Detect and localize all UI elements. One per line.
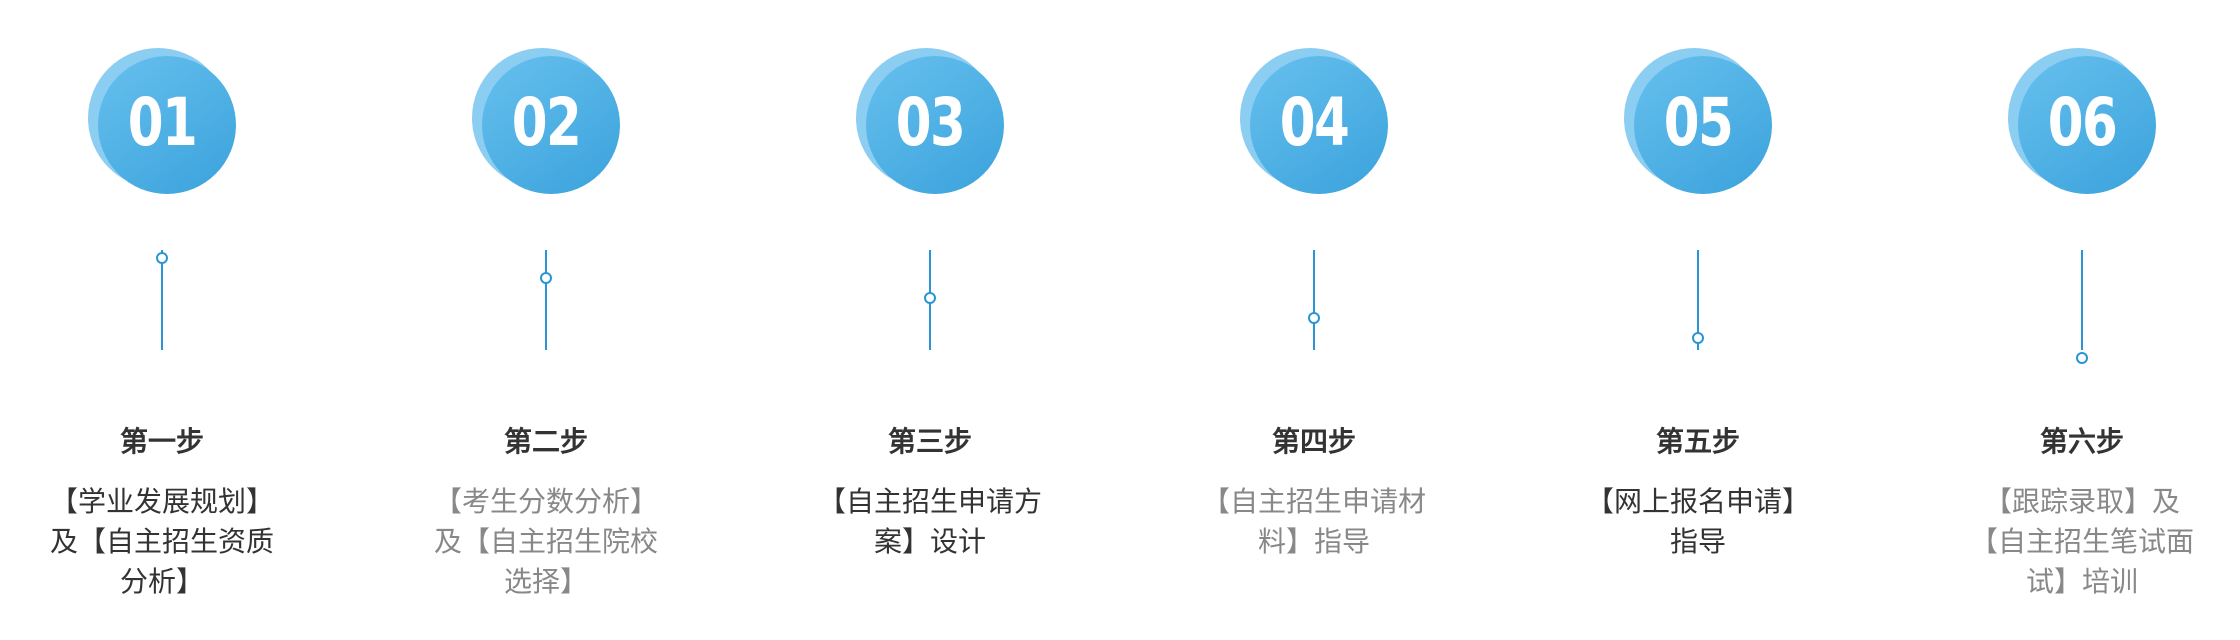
step-1: 01 第一步 【学业发展规划】及【自主招生资质分析】 [22,0,302,640]
step-4: 04 第四步 【自主招生申请材料】指导 [1174,0,1454,640]
step-number-badge: 01 [88,48,236,196]
step-number: 04 [1279,83,1350,161]
connector-line [1308,250,1320,350]
step-title: 第五步 [1655,425,1740,458]
step-title: 第二步 [503,425,588,458]
connector-line [156,250,168,350]
connector-line [2076,250,2088,364]
step-title: 第四步 [1271,425,1356,458]
step-title: 第三步 [887,425,972,458]
step-title: 第一步 [119,425,204,458]
step-description: 【考生分数分析】及【自主招生院校选择】 [433,485,658,598]
connector-line [924,250,936,350]
step-number: 03 [895,83,966,161]
step-number-badge: 04 [1240,48,1388,196]
step-5: 05 第五步 【网上报名申请】指导 [1558,0,1838,640]
connector-dot [924,292,936,304]
step-number: 01 [127,83,198,161]
step-number: 06 [2047,83,2118,161]
connector-dot [156,252,168,264]
step-number-badge: 06 [2008,48,2156,196]
step-number: 02 [511,83,582,161]
connector-dot [1692,332,1704,344]
step-description: 【跟踪录取】及【自主招生笔试面试】培训 [1969,485,2194,598]
step-number-badge: 02 [472,48,620,196]
step-number-badge: 05 [1624,48,1772,196]
step-2: 02 第二步 【考生分数分析】及【自主招生院校选择】 [406,0,686,640]
connector-dot [2076,352,2088,364]
step-description: 【自主招生申请材料】指导 [1201,485,1426,558]
step-number-badge: 03 [856,48,1004,196]
connector-line [540,250,552,350]
step-description: 【网上报名申请】指导 [1585,485,1810,558]
connector-dot [1308,312,1320,324]
step-number: 05 [1663,83,1734,161]
step-3: 03 第三步 【自主招生申请方案】设计 [790,0,1070,640]
connector-dot [540,272,552,284]
connector-line [1692,250,1704,350]
step-6: 06 第六步 【跟踪录取】及【自主招生笔试面试】培训 [1942,0,2222,640]
step-description: 【自主招生申请方案】设计 [817,485,1042,558]
step-description: 【学业发展规划】及【自主招生资质分析】 [49,485,274,598]
step-title: 第六步 [2039,425,2124,458]
